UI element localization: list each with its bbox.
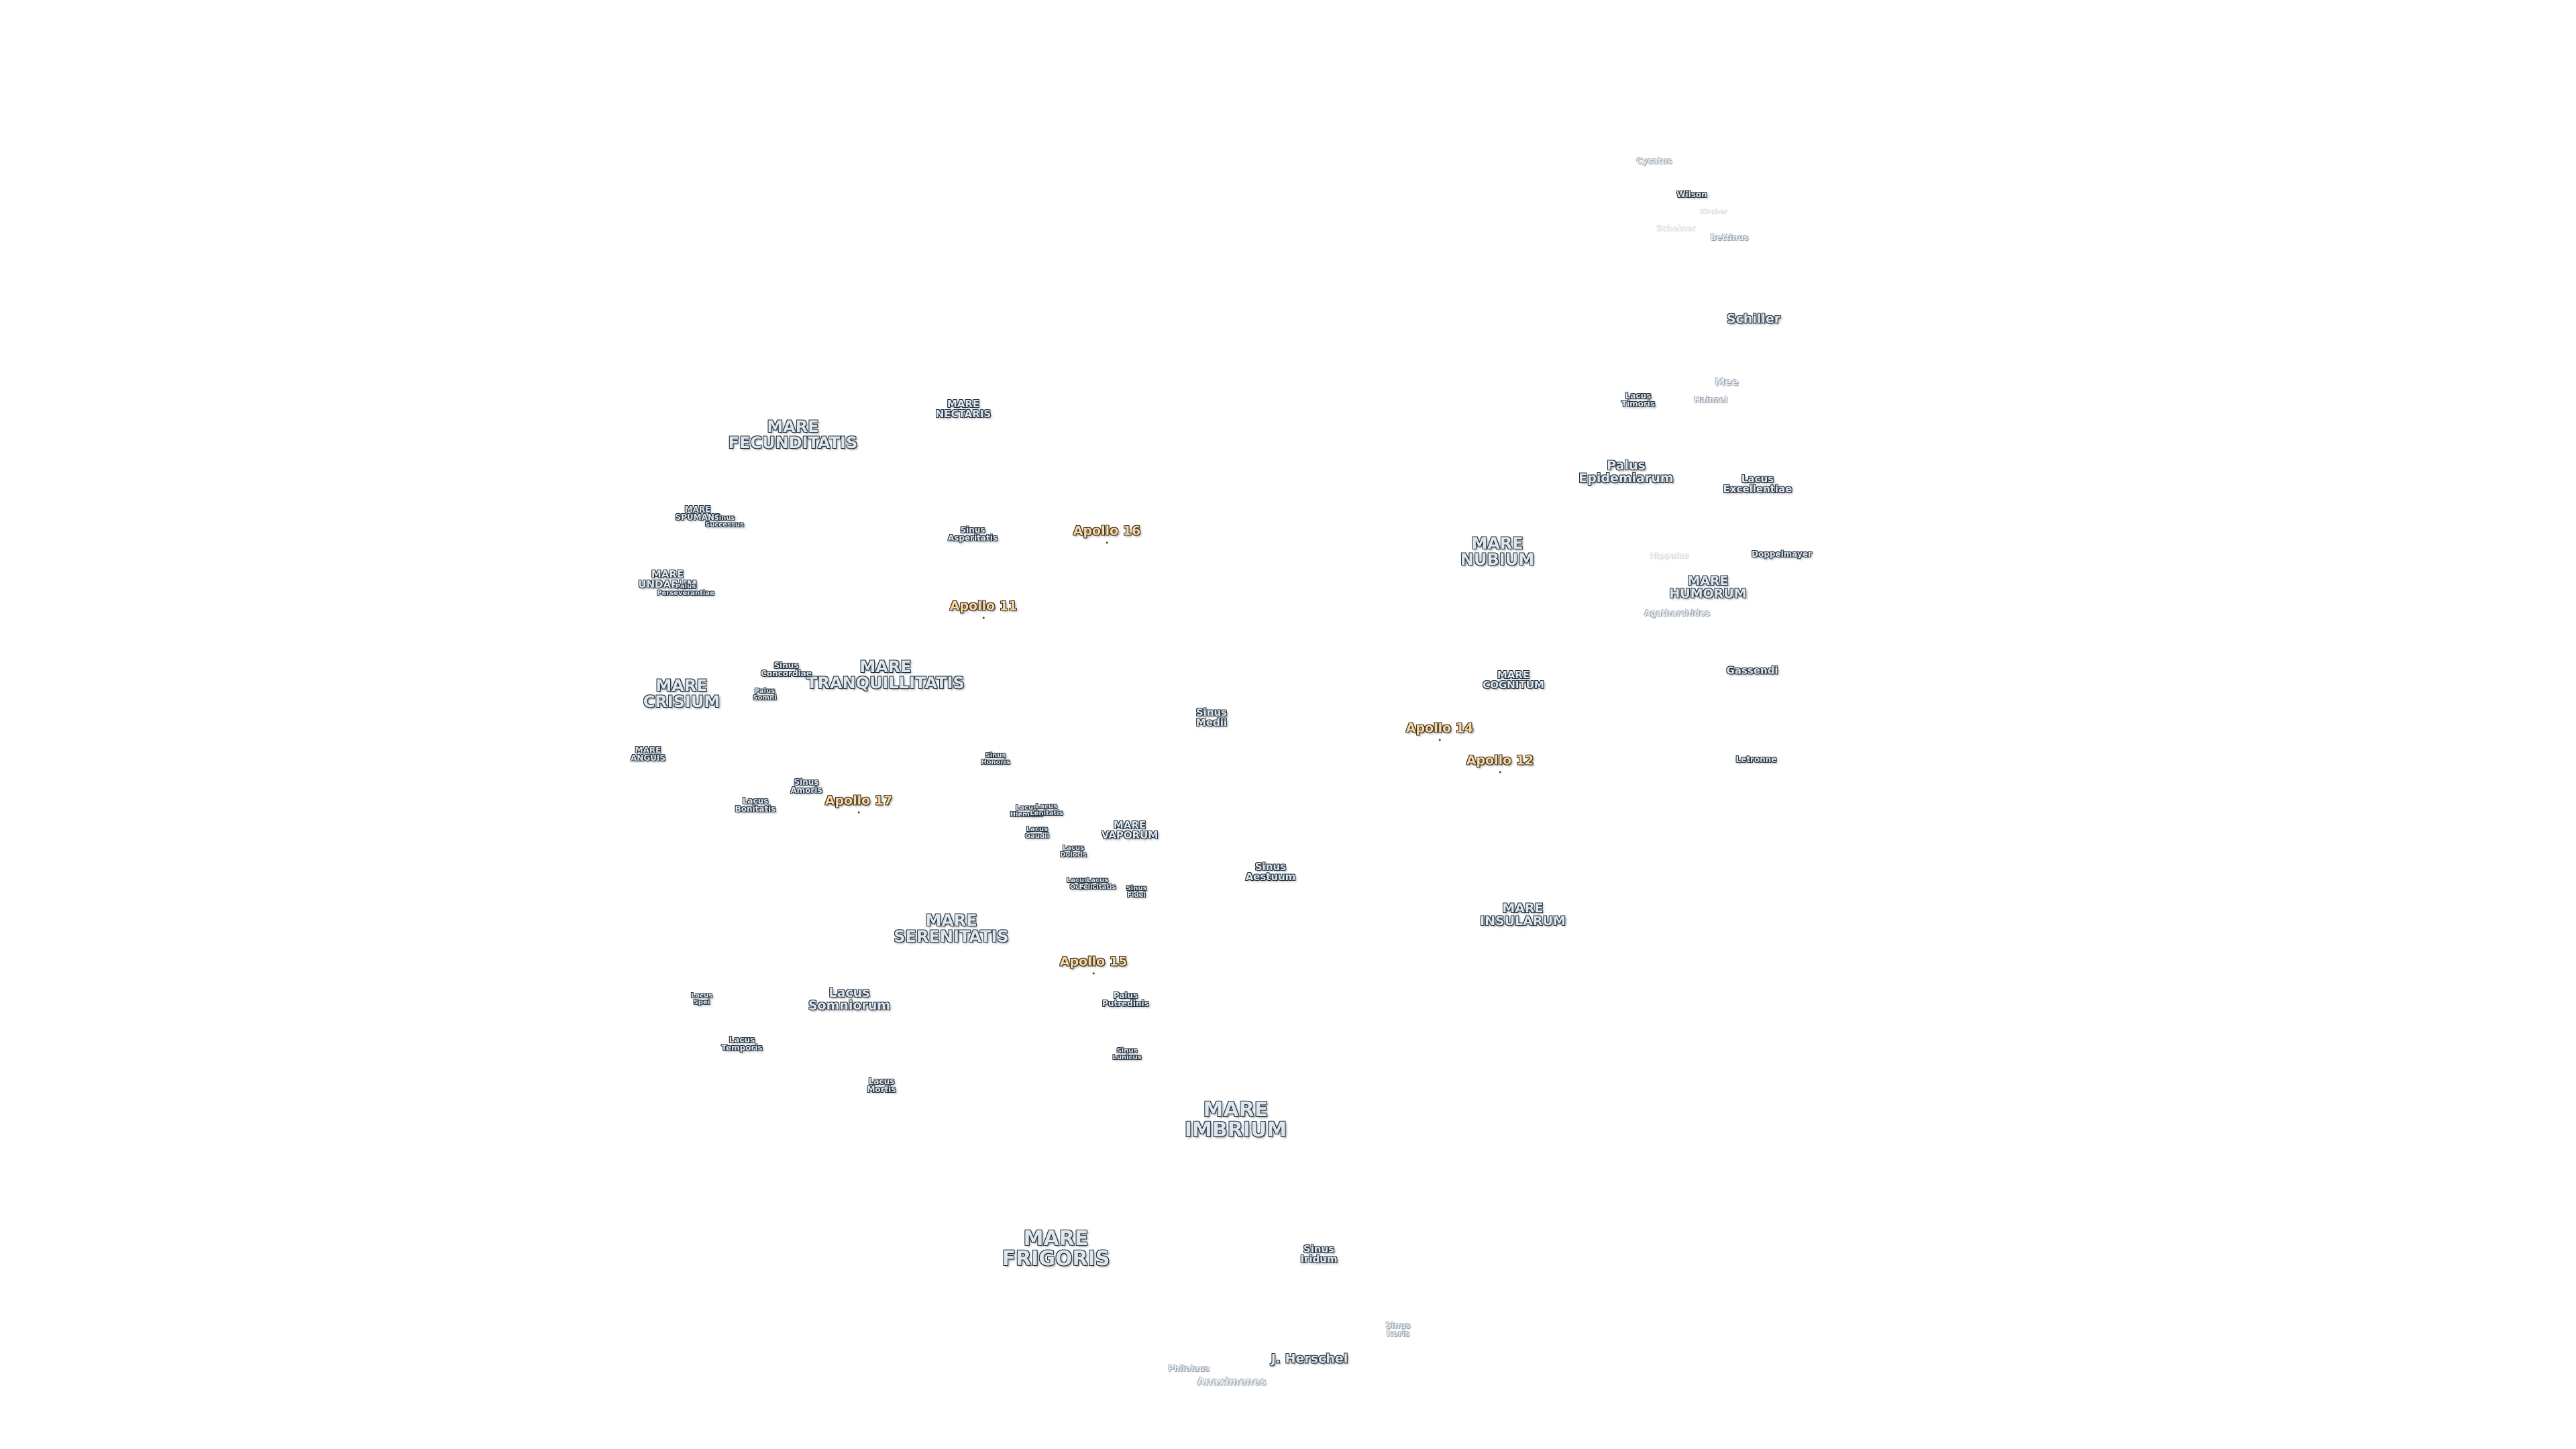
lacus-odii-label: Lacus Odii — [1066, 877, 1089, 891]
palus-putredinis-label: Palus Putredinis — [1102, 991, 1149, 1008]
lacus-timoris-label: Lacus Timoris — [1621, 391, 1656, 409]
apollo-17-label: Apollo 17 — [824, 793, 893, 814]
sinus-iridum-label: Sinus Iridum — [1300, 1243, 1338, 1265]
sinus-fidei-label: Sinus Fidei — [1126, 885, 1147, 899]
lacus-hiemalis-label: Lacus Hiemalis — [1010, 804, 1043, 818]
sinus-honoris-label: Sinus Honoris — [981, 752, 1010, 766]
apollo-11-label: Apollo 11 — [949, 598, 1018, 619]
lacus-felicitatis-label: Lacus Felicitatis — [1079, 877, 1116, 891]
sinus-amoris-label: Sinus Amoris — [790, 777, 822, 795]
lacus-lenitatis-label: Lacus Lenitatis — [1030, 803, 1063, 817]
crater-cysatus-label: Cysatus — [1636, 156, 1672, 166]
crater-philolaus-label: Philolaus — [1168, 1364, 1210, 1373]
lacus-mortis-label: Lacus Mortis — [867, 1077, 896, 1094]
sinus-lunicus-label: Sinus Lunicus — [1112, 1047, 1142, 1061]
crater-wilson-label: Wilson — [1676, 190, 1707, 199]
lacus-excellentiae-label: Lacus Excellentiae — [1723, 473, 1792, 495]
mare-frigoris-label: MARE FRIGORIS — [1002, 1227, 1110, 1271]
crater-bettinus-label: Bettinus — [1710, 233, 1749, 242]
sinus-successus-label: Sinus Successus — [705, 515, 744, 529]
mare-undarum-label: MARE UNDARUM — [638, 568, 697, 590]
sinus-concordiae-label: Sinus Concordiae — [761, 661, 812, 678]
crater-hippalus-label: Hippalus — [1649, 551, 1689, 560]
lacus-doloris-label: Lacus Doloris — [1060, 845, 1087, 859]
lacus-spei-label: Lacus Spei — [690, 992, 713, 1006]
apollo-16-label: Apollo 16 — [1073, 523, 1141, 544]
palus-somni-label: Palus Somni — [753, 688, 777, 702]
mare-tranquillitatis-label: MARE TRANQUILLITATIS — [806, 657, 965, 692]
mare-humorum-label: MARE HUMORUM — [1669, 574, 1747, 601]
lacus-gaudii-label: Lacus Gaudii — [1024, 826, 1050, 840]
mare-insularum-label: MARE INSULARUM — [1480, 901, 1566, 928]
mare-cognitum-label: MARE COGNITUM — [1483, 669, 1544, 691]
sinus-medii-label: Sinus Medii — [1195, 706, 1228, 729]
apollo-14-label: Apollo 14 — [1405, 720, 1474, 741]
sinus-aestuum-label: Sinus Aestuum — [1245, 861, 1296, 883]
crater-hainzel-label: Hainzel — [1693, 395, 1728, 405]
crater-agatharchides-label: Agatharchides — [1644, 608, 1710, 618]
mare-imbrium-label: MARE IMBRIUM — [1184, 1098, 1287, 1142]
lacus-bonitatis-label: Lacus Bonitatis — [735, 796, 776, 814]
mare-spumans-label: MARE SPUMANS — [675, 504, 720, 522]
crater-schiller-label: Schiller — [1726, 311, 1781, 327]
apollo-15-label: Apollo 15 — [1059, 954, 1128, 975]
mare-anguis-label: MARE ANGUIS — [630, 745, 666, 763]
mare-serenitatis-label: MARE SERENITATIS — [894, 911, 1009, 946]
mare-crisium-label: MARE CRISIUM — [643, 676, 720, 711]
crater-doppelmayer-label: Doppelmayer — [1752, 549, 1812, 559]
crater-scheiner-label: Scheiner — [1656, 223, 1696, 233]
sinus-asperitatis-label: Sinus Asperitatis — [947, 525, 998, 543]
mare-nubium-label: MARE NUBIUM — [1460, 534, 1535, 569]
crater-mee-label: Mee — [1715, 376, 1739, 388]
crater-letronne-label: Letronne — [1735, 755, 1777, 764]
lacus-temporis-label: Lacus Temporis — [721, 1035, 763, 1053]
crater-gassendi-label: Gassendi — [1726, 664, 1778, 677]
sinus-roris-label: Sinus Roris — [1385, 1321, 1411, 1338]
crater-kircher-label: Kircher — [1699, 208, 1727, 215]
palus-perseverantiae-label: Palus Perseverantiae — [657, 583, 714, 597]
mare-vaporum-label: MARE VAPORUM — [1101, 819, 1159, 841]
mare-nectaris-label: MARE NECTARIS — [935, 398, 991, 420]
mare-fecunditatis-label: MARE FECUNDITATIS — [728, 417, 858, 452]
palus-epidemiarum-label: Palus Epidemiarum — [1578, 458, 1674, 486]
crater-j-herschel-label: J. Herschel — [1271, 1351, 1348, 1366]
apollo-12-label: Apollo 12 — [1466, 753, 1534, 773]
lacus-somniorum-label: Lacus Somniorum — [808, 985, 891, 1013]
crater-anaximenes-label: Anaximenes — [1197, 1375, 1267, 1388]
